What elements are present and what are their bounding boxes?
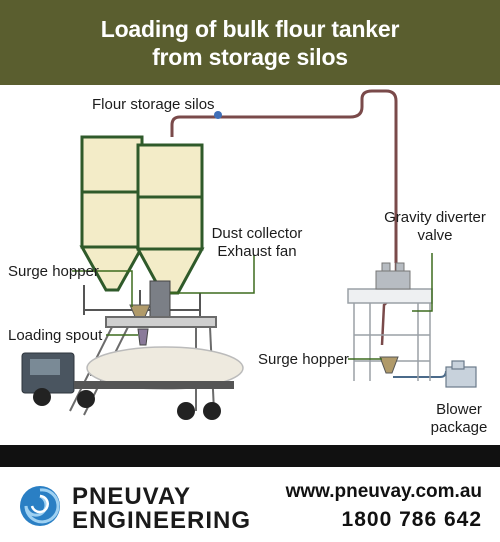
process-diagram: Flour storage silos Dust collector Exhau…	[0, 85, 500, 445]
label-surge-hopper-right: Surge hopper	[258, 351, 349, 368]
loading-platform	[106, 317, 216, 327]
label-gravity-diverter-1: Gravity diverter	[380, 209, 490, 226]
diverter-equipment	[376, 263, 410, 289]
label-dust-collector: Dust collector	[210, 225, 304, 242]
website-link[interactable]: www.pneuvay.com.au	[286, 481, 482, 503]
label-blower-1: Blower	[424, 401, 494, 418]
label-blower-2: package	[424, 419, 494, 436]
swirl-logo-icon	[18, 484, 62, 528]
tanker-truck	[22, 347, 243, 420]
title-banner: Loading of bulk flour tanker from storag…	[0, 0, 500, 85]
loading-spout-unit	[138, 329, 148, 345]
surge-hopper-right-unit	[380, 357, 398, 373]
divider-bar	[0, 445, 500, 467]
title-line-1: Loading of bulk flour tanker	[101, 15, 400, 43]
blower-line	[393, 371, 446, 377]
dust-collector-unit	[150, 281, 170, 319]
pipe-valve	[214, 111, 222, 119]
label-surge-hopper-left: Surge hopper	[8, 263, 99, 280]
brand-name-line-2: ENGINEERING	[72, 507, 251, 535]
label-flour-storage-silos: Flour storage silos	[92, 96, 215, 113]
footer: PNEUVAY ENGINEERING www.pneuvay.com.au 1…	[0, 467, 500, 542]
phone-number[interactable]: 1800 786 642	[342, 508, 482, 532]
blower-package-unit	[446, 361, 476, 387]
silo-right	[138, 145, 202, 293]
label-exhaust-fan: Exhaust fan	[210, 243, 304, 260]
label-gravity-diverter-2: valve	[380, 227, 490, 244]
title-line-2: from storage silos	[152, 43, 348, 71]
label-loading-spout: Loading spout	[8, 327, 102, 344]
